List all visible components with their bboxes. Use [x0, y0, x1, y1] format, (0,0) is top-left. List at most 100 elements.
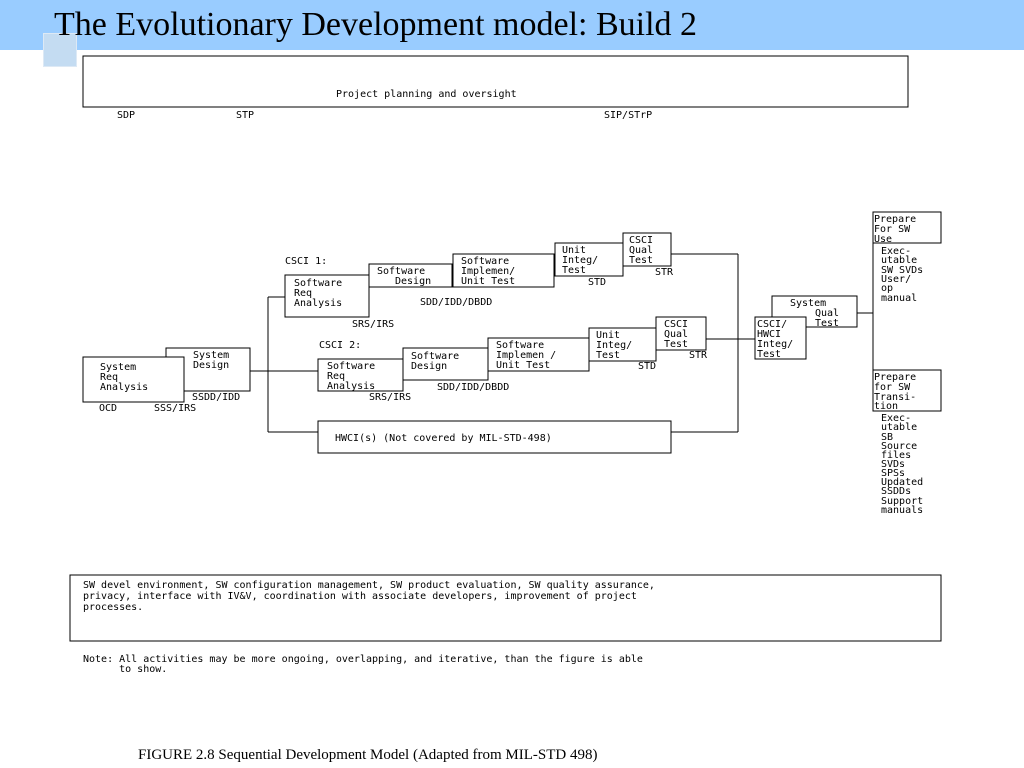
- system-req-line3: Analysis: [100, 382, 148, 393]
- csci2-label: CSCI 2:: [319, 340, 361, 351]
- system-qual-line1: System: [790, 298, 826, 309]
- prepare-transition-doc6: SVDs: [881, 459, 905, 470]
- csci2-integ-line1: Unit: [596, 330, 620, 341]
- planning-box: [82, 55, 909, 108]
- prepare-transition-doc2: utable: [881, 422, 917, 433]
- figure-caption: FIGURE 2.8 Sequential Development Model …: [138, 747, 598, 763]
- csci2-design-line1: Software: [411, 351, 459, 362]
- csci1-label: CSCI 1:: [285, 256, 327, 267]
- connector-lines: [250, 243, 874, 433]
- csci2-integ-line2: Integ/: [596, 340, 632, 351]
- csci1-design-line1: Software: [377, 266, 425, 277]
- csci1-integ-line3: Test: [562, 265, 586, 276]
- csci2-integ-line3: Test: [596, 350, 620, 361]
- prepare-transition-doc8: Updated: [881, 477, 923, 488]
- system-doc-ocd: OCD: [99, 403, 117, 414]
- system-design-line2: Design: [193, 360, 229, 371]
- prepare-transition-doc4: Source: [881, 441, 917, 452]
- system-qual-line3: Test: [815, 318, 839, 329]
- planning-doc-stp: STP: [236, 110, 254, 121]
- prepare-transition-doc10: Support: [881, 496, 923, 507]
- csci2-design-box: [402, 347, 489, 381]
- csci2-req-line1: Software: [327, 361, 375, 372]
- csci1-qual-box: [622, 232, 672, 267]
- csci1-integ-box: [554, 242, 624, 277]
- csci1-doc-std: STD: [588, 277, 606, 288]
- prepare-transition-doc9: SSDDs: [881, 486, 911, 497]
- csci2-req-line2: Req: [327, 371, 345, 382]
- csci1-req-box: [284, 274, 370, 318]
- csci1-req-line3: Analysis: [294, 298, 342, 309]
- page-title: The Evolutionary Development model: Buil…: [54, 6, 698, 43]
- csci1-qual-line3: Test: [629, 255, 653, 266]
- prepare-transition-box: [872, 369, 942, 412]
- prepare-transition-line4: tion: [874, 401, 898, 412]
- prepare-use-line2: For SW: [874, 224, 911, 235]
- note-line1: Note: All activities may be more ongoing…: [83, 654, 643, 665]
- system-doc-sss: SSS/IRS: [154, 403, 196, 414]
- csci1-doc-srs: SRS/IRS: [352, 319, 394, 330]
- csci1-integ-line1: Unit: [562, 245, 586, 256]
- csci2-doc-std: STD: [638, 361, 656, 372]
- prepare-use-doc2: utable: [881, 255, 917, 266]
- csci1-impl-box: [452, 253, 555, 288]
- hwci-integ-line3: Integ/: [757, 339, 793, 350]
- planning-doc-sip: SIP/STrP: [604, 110, 652, 121]
- csci1-impl-line2: Implemen/: [461, 266, 515, 277]
- planning-doc-sdp: SDP: [117, 110, 135, 121]
- hwci-integ-line1: CSCI/: [757, 319, 787, 330]
- environment-line2: privacy, interface with IV&V, coordinati…: [83, 591, 637, 602]
- hwci-integ-line2: HWCI: [757, 329, 781, 340]
- csci2-impl-line1: Software: [496, 340, 544, 351]
- csci1-impl-line3: Unit Test: [461, 276, 515, 287]
- csci2-design-line2: Design: [411, 361, 447, 372]
- hwci-integ-box: [754, 316, 807, 360]
- hwci-box: [317, 420, 672, 454]
- csci2-qual-line2: Qual: [664, 329, 688, 340]
- title-bar: [0, 0, 1024, 50]
- prepare-transition-doc5: files: [881, 450, 911, 461]
- note-line2: to show.: [83, 664, 167, 675]
- planning-label: Project planning and oversight: [336, 89, 517, 100]
- prepare-use-doc1: Exec-: [881, 246, 911, 257]
- prepare-transition-doc1: Exec-: [881, 413, 911, 424]
- hwci-integ-line4: Test: [757, 349, 781, 360]
- prepare-transition-doc3: SB: [881, 432, 893, 443]
- csci2-doc-srs: SRS/IRS: [369, 392, 411, 403]
- prepare-use-doc6: manual: [881, 293, 917, 304]
- environment-line1: SW devel environment, SW configuration m…: [83, 580, 655, 591]
- hwci-label: HWCI(s) (Not covered by MIL-STD-498): [335, 433, 552, 444]
- csci2-req-line3: Analysis: [327, 381, 375, 392]
- csci2-req-box: [317, 358, 404, 392]
- csci1-integ-line2: Integ/: [562, 255, 598, 266]
- prepare-use-line1: Prepare: [874, 214, 916, 225]
- csci2-doc-str: STR: [689, 350, 708, 361]
- csci2-qual-line3: Test: [664, 339, 688, 350]
- prepare-transition-line2: for SW: [874, 382, 911, 393]
- csci2-impl-box: [487, 337, 590, 372]
- system-design-doc: SSDD/IDD: [192, 392, 240, 403]
- prepare-use-doc4: User/: [881, 274, 911, 285]
- system-req-line1: System: [100, 362, 136, 373]
- csci2-qual-box: [655, 316, 707, 351]
- csci1-doc-sdd: SDD/IDD/DBDD: [420, 297, 492, 308]
- csci2-impl-line3: Unit Test: [496, 360, 550, 371]
- csci2-doc-sdd: SDD/IDD/DBDD: [437, 382, 509, 393]
- prepare-use-box: [872, 211, 942, 244]
- system-qual-line2: Qual: [815, 308, 839, 319]
- prepare-transition-doc11: manuals: [881, 505, 923, 516]
- system-design-line1: System: [193, 350, 229, 361]
- csci1-design-line2: Design: [395, 276, 431, 287]
- environment-line3: processes.: [83, 602, 143, 613]
- prepare-use-doc3: SW SVDs: [881, 265, 923, 276]
- csci1-req-line2: Req: [294, 288, 312, 299]
- csci1-qual-line2: Qual: [629, 245, 653, 256]
- csci1-qual-line1: CSCI: [629, 235, 653, 246]
- prepare-use-line3: Use: [874, 234, 892, 245]
- prepare-use-doc5: op: [881, 283, 893, 294]
- environment-box: [69, 574, 942, 642]
- system-req-line2: Req: [100, 372, 118, 383]
- prepare-transition-line3: Transi-: [874, 392, 916, 403]
- csci1-req-line1: Software: [294, 278, 342, 289]
